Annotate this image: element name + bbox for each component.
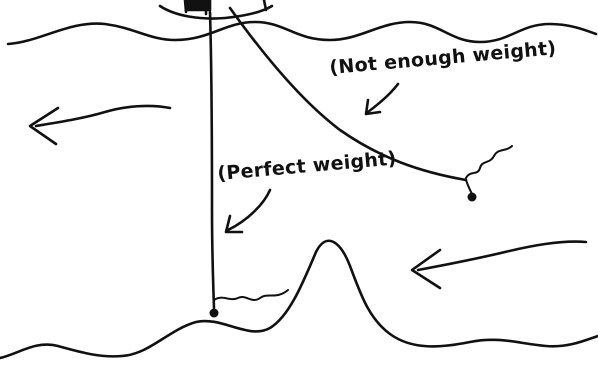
current-arrow-left-bottom — [412, 242, 586, 288]
boat — [160, 0, 272, 19]
label-not-enough-weight: (Not enough weight) — [329, 37, 558, 79]
label-perfect-weight: (Perfect weight) — [217, 147, 398, 185]
not-enough-weight-sinker — [468, 193, 477, 202]
seabed-line — [0, 241, 598, 358]
perfect-weight-sinker — [210, 309, 219, 318]
current-arrow-left — [30, 106, 170, 144]
pointer-arrow-perfect — [226, 190, 270, 232]
pointer-arrow-not-enough — [366, 84, 398, 114]
